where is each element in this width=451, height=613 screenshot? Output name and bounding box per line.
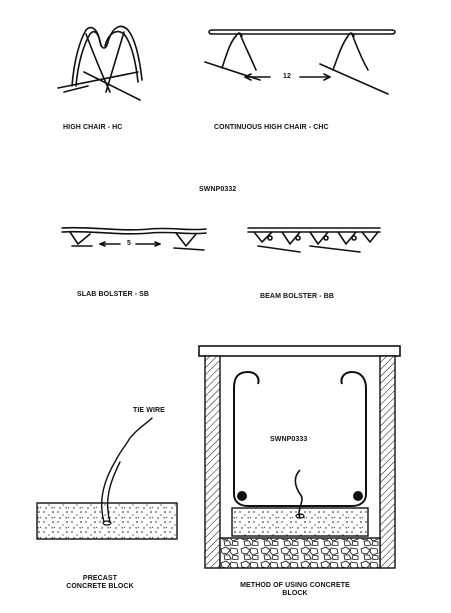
figure-code-top: SWNP0332 (199, 186, 237, 193)
method-caption-line-1: METHOD OF USING CONCRETE (240, 582, 350, 589)
precast-caption-line-1: PRECAST (82, 575, 118, 582)
precast-caption-line-2: CONCRETE BLOCK (66, 583, 134, 590)
tie-wire-label: TIE WIRE (133, 407, 165, 414)
figure-code-bottom: SWNP0333 (270, 436, 308, 443)
precast-caption: PRECAST CONCRETE BLOCK (40, 575, 160, 591)
beam-bolster-caption: BEAM BOLSTER - BB (260, 293, 335, 300)
beam-bolster-illustration (247, 227, 381, 253)
method-caption-line-2: BLOCK (282, 590, 308, 597)
continuous-high-chair-illustration (204, 29, 396, 95)
high-chair-caption: HIGH CHAIR - HC (63, 124, 123, 131)
method-caption: METHOD OF USING CONCRETE BLOCK (205, 582, 385, 598)
continuous-high-chair-caption: CONTINUOUS HIGH CHAIR - CHC (214, 124, 329, 131)
high-chair-illustration (57, 25, 143, 101)
slab-bolster-illustration (61, 226, 207, 251)
method-form-illustration (198, 345, 401, 569)
slab-bolster-caption: SLAB BOLSTER - SB (77, 291, 150, 298)
slab-bolster-spacing-label: 5 (127, 240, 131, 247)
continuous-spacing-label: 12 (283, 73, 291, 80)
precast-block-illustration (36, 417, 178, 540)
